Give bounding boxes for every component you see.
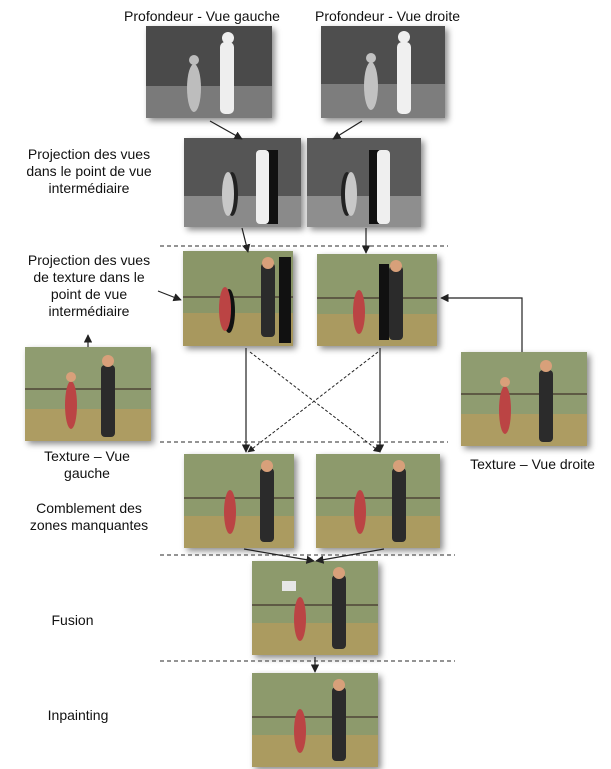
arrow-filled-left-to-fusion <box>243 548 315 564</box>
arrow-filled-right-to-fusion <box>315 548 385 564</box>
arrow-depth-right-to-proj <box>332 120 363 140</box>
inpainted-image <box>252 673 378 767</box>
label-depth-right: Profondeur - Vue droite <box>314 8 460 24</box>
texture-right-image <box>461 352 587 446</box>
arrow-proj-depth-left-down <box>241 227 251 253</box>
label-fusion: Fusion <box>51 612 94 628</box>
projected-texture-right <box>317 254 437 346</box>
label-texture-left: Texture – Vue gauche <box>44 448 130 481</box>
cross-left-to-right <box>249 351 381 453</box>
label-hole-filling: Comblement des zones manquantes <box>29 500 149 533</box>
depth-map-left <box>146 26 272 118</box>
label-projection-texture: Projection des vues de texture dans le p… <box>27 252 151 319</box>
projected-texture-left <box>183 251 293 346</box>
filled-image-left <box>184 454 294 548</box>
depth-map-right <box>321 26 445 118</box>
projected-depth-left <box>184 138 301 227</box>
texture-left-image <box>25 347 151 441</box>
label-texture-right: Texture – Vue droite <box>470 456 595 472</box>
label-depth-left: Profondeur - Vue gauche <box>124 8 280 24</box>
projected-depth-right <box>307 138 421 227</box>
arrow-depth-left-to-proj <box>209 120 243 140</box>
arrow-label-to-proj-texture <box>157 290 182 302</box>
filled-image-right <box>316 454 440 548</box>
label-inpainting: Inpainting <box>47 707 109 723</box>
label-projection-views: Projection des vues dans le point de vue… <box>26 146 152 196</box>
cross-right-to-left <box>247 351 379 453</box>
arrow-texture-right-up <box>440 293 523 352</box>
fused-image <box>252 561 378 655</box>
